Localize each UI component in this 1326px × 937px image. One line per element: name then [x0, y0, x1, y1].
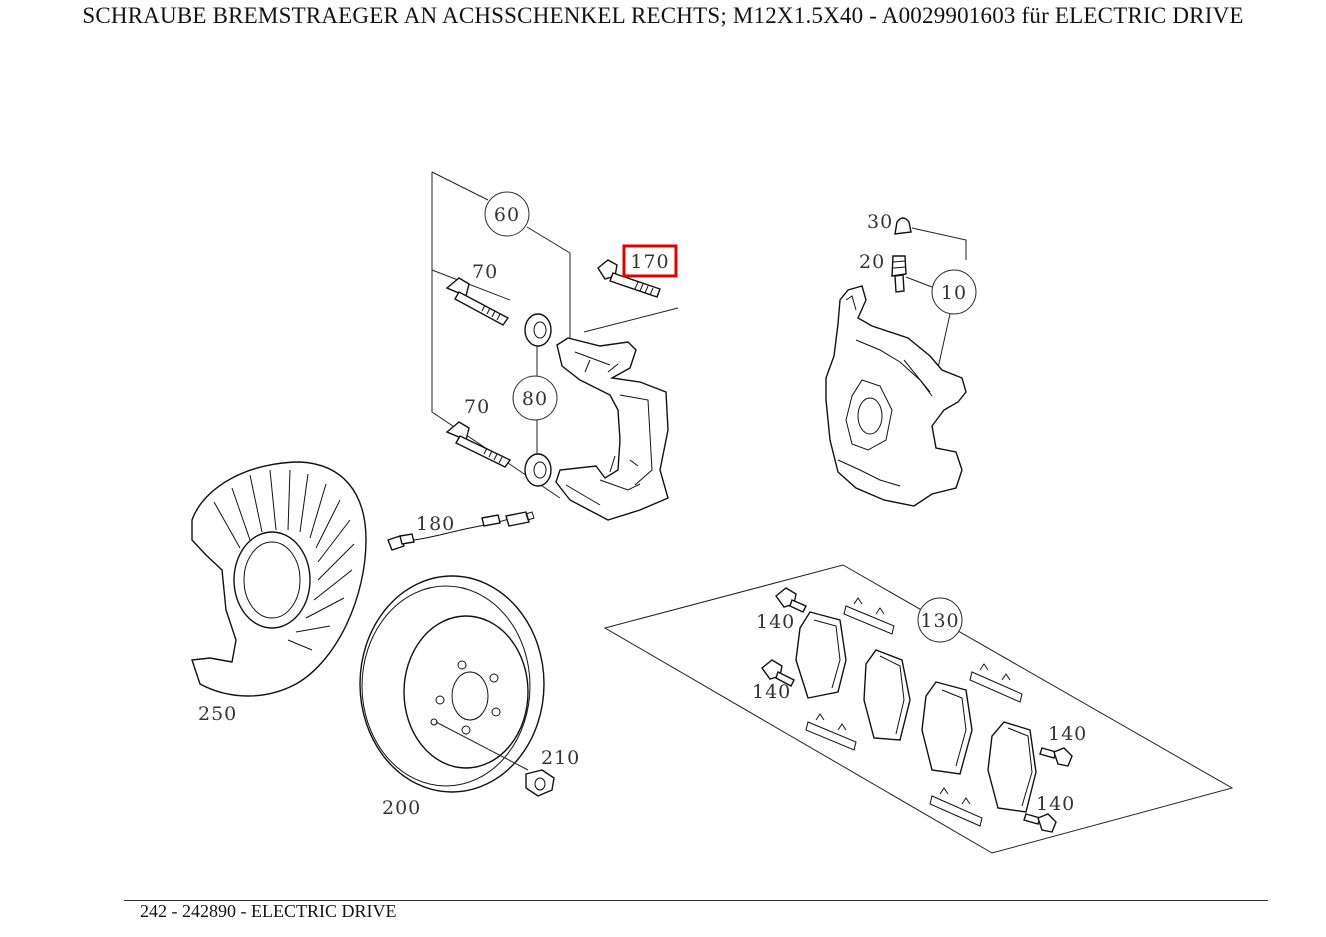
callout-210[interactable]: 210: [541, 747, 580, 769]
brake-disc-200[interactable]: [359, 575, 545, 793]
callout-10[interactable]: 10: [931, 269, 977, 315]
bolt-170[interactable]: [597, 259, 661, 298]
svg-text:60: 60: [494, 204, 520, 226]
callout-20[interactable]: 20: [859, 251, 885, 273]
svg-text:20: 20: [859, 251, 885, 273]
callout-70-upper[interactable]: 70: [472, 261, 498, 283]
callout-170[interactable]: 170: [622, 244, 678, 278]
screw-210[interactable]: [525, 769, 555, 797]
svg-text:30: 30: [867, 211, 893, 233]
footer-caption: 242 - 242890 - ELECTRIC DRIVE: [140, 901, 397, 921]
group-60-frame: [431, 171, 571, 499]
brake-pad-2[interactable]: [863, 649, 911, 741]
svg-text:10: 10: [941, 282, 967, 304]
callout-60[interactable]: 60: [484, 191, 530, 237]
callout-80[interactable]: 80: [512, 375, 558, 421]
brake-pad-4[interactable]: [987, 721, 1037, 813]
spring-clip-upper-right[interactable]: [969, 663, 1023, 703]
pad-kit-frame: [603, 564, 1234, 854]
spring-clip-lower-right[interactable]: [929, 787, 983, 827]
bolt-140-c[interactable]: [1039, 747, 1073, 767]
callout-140-b[interactable]: 140: [752, 681, 791, 703]
svg-text:130: 130: [920, 610, 959, 632]
bolt-70-lower[interactable]: [445, 421, 512, 468]
callout-140-a[interactable]: 140: [756, 611, 795, 633]
bleed-valve-20[interactable]: [891, 255, 907, 293]
callout-70-lower[interactable]: 70: [464, 396, 490, 418]
spring-clip-upper-left[interactable]: [843, 597, 895, 635]
brake-caliper-10[interactable]: [825, 285, 967, 507]
bushing-80-lower[interactable]: [524, 453, 552, 487]
brake-pad-3[interactable]: [921, 681, 973, 775]
callout-140-d[interactable]: 140: [1036, 793, 1075, 815]
bushing-80-upper[interactable]: [524, 313, 552, 347]
callout-140-c[interactable]: 140: [1048, 723, 1087, 745]
callout-250[interactable]: 250: [198, 703, 237, 725]
dust-shield-250[interactable]: [191, 461, 367, 697]
bolt-140-d[interactable]: [1023, 813, 1057, 833]
bolt-140-a[interactable]: [775, 587, 807, 613]
svg-text:80: 80: [522, 388, 548, 410]
bleed-cap-30[interactable]: [894, 217, 912, 235]
bolt-70-upper[interactable]: [445, 277, 510, 326]
spring-clip-lower-left[interactable]: [805, 713, 857, 751]
brake-pad-1[interactable]: [795, 611, 847, 699]
page-title: SCHRAUBE BREMSTRAEGER AN ACHSSCHENKEL RE…: [82, 3, 1244, 28]
svg-text:170: 170: [630, 251, 669, 273]
callout-180[interactable]: 180: [416, 513, 455, 535]
callout-30[interactable]: 30: [867, 211, 893, 233]
callout-200[interactable]: 200: [382, 797, 421, 819]
callout-130[interactable]: 130: [917, 597, 963, 643]
bolt-140-b[interactable]: [761, 659, 795, 687]
brake-caliper-bracket[interactable]: [555, 337, 669, 521]
footer-divider: [124, 900, 1268, 901]
wear-sensor-180[interactable]: [387, 511, 535, 551]
highlight-box: [622, 244, 678, 278]
